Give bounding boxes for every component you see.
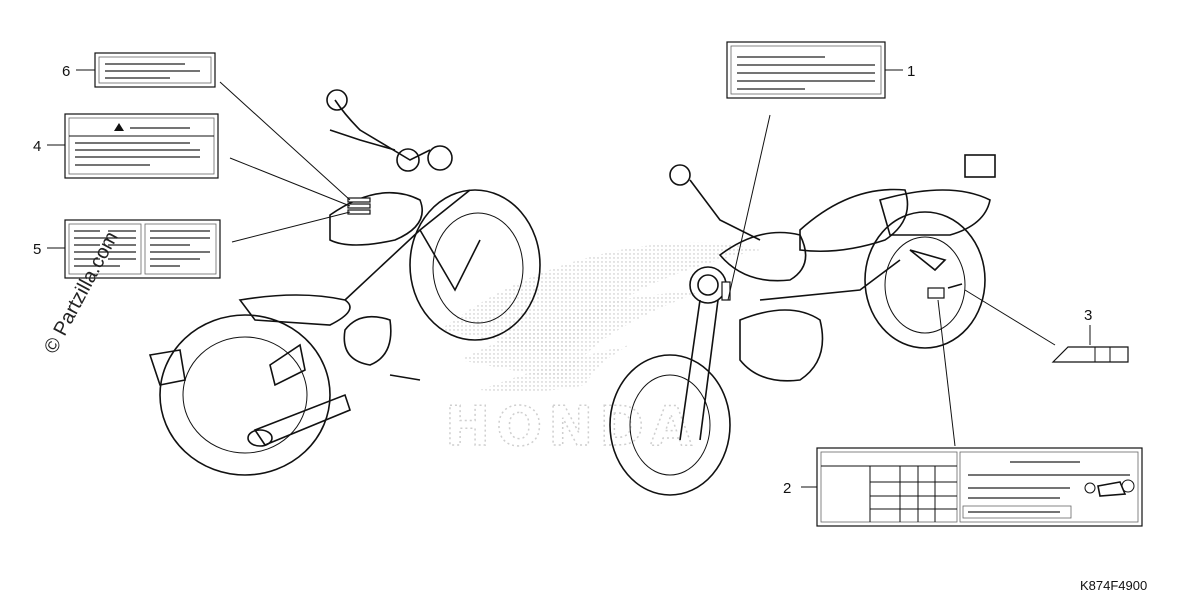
mark-label-5 — [347, 209, 371, 215]
label-1-graphic — [726, 41, 886, 99]
right-motorcycle — [609, 154, 996, 496]
label-2-graphic — [816, 447, 1143, 527]
warning-triangle-icon — [114, 123, 124, 131]
drawing-code: K874F4900 — [1080, 578, 1147, 593]
mark-label-4 — [347, 203, 371, 209]
mark-label-2 — [927, 287, 945, 299]
left-motorcycle — [148, 89, 541, 476]
label-5-graphic — [64, 219, 221, 279]
leader-lines — [47, 69, 1091, 488]
honda-wing-logo: HONDA — [440, 242, 760, 459]
label-6-graphic — [94, 52, 216, 88]
callout-1[interactable]: 1 — [907, 63, 915, 80]
honda-logo-text: HONDA — [445, 395, 698, 458]
callout-4[interactable]: 4 — [33, 138, 41, 155]
callout-6[interactable]: 6 — [62, 63, 70, 80]
callout-5[interactable]: 5 — [33, 241, 41, 258]
callout-3[interactable]: 3 — [1084, 307, 1092, 324]
label-4-graphic — [64, 113, 219, 179]
mark-label-6 — [347, 197, 371, 203]
label-3-graphic — [1051, 346, 1129, 363]
callout-2[interactable]: 2 — [783, 480, 791, 497]
